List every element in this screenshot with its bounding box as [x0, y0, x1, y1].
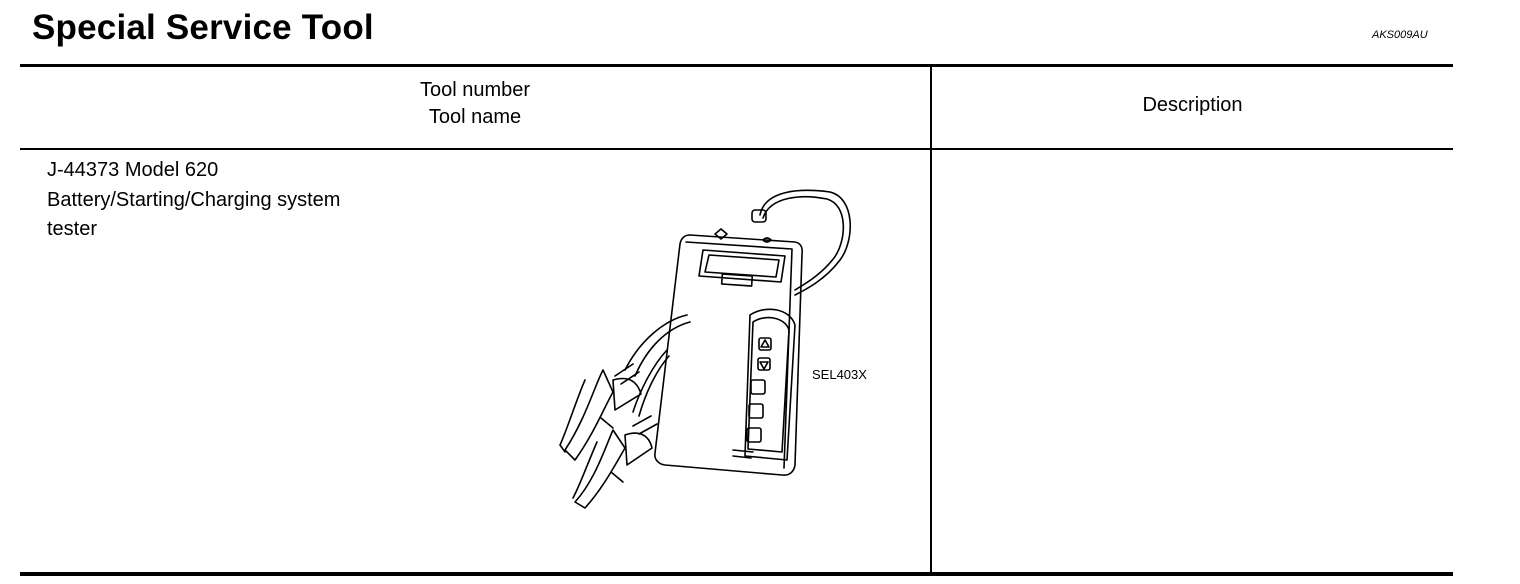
- document-code: AKS009AU: [1372, 29, 1428, 41]
- table-top-rule: [20, 64, 1453, 67]
- table-row: J-44373 Model 620 Battery/Starting/Charg…: [47, 156, 340, 245]
- column-divider: [930, 67, 932, 572]
- header-description: Description: [1142, 94, 1243, 116]
- header-tool-number: Tool number: [419, 79, 531, 101]
- tool-name-line2: tester: [47, 218, 98, 240]
- figure-code: SEL403X: [812, 367, 867, 382]
- header-tool-column: Tool number Tool name: [20, 77, 930, 131]
- tool-number: J-44373 Model 620: [47, 159, 219, 181]
- tool-name-line1: Battery/Starting/Charging system: [47, 188, 341, 211]
- table-header-rule: [20, 148, 1453, 150]
- table-bottom-rule: [20, 572, 1453, 576]
- page-title: Special Service Tool: [32, 8, 374, 47]
- header-tool-name: Tool name: [428, 106, 522, 128]
- battery-tester-illustration: [559, 189, 851, 509]
